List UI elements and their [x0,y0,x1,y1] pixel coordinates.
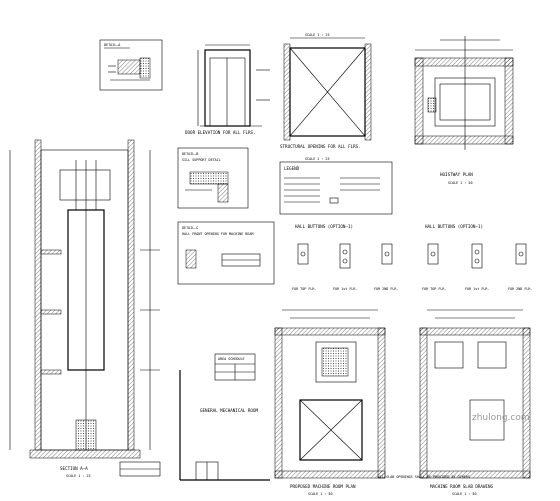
detail-b-title: DETAIL—B [182,152,198,156]
slab-drawing: MACHINE ROOM SLAB DRAWING SCALE 1 : 50 [419,309,531,496]
detail-c-title: DETAIL—C [182,226,198,230]
sill-detail: DETAIL—B SILL SUPPORT DETAIL [177,147,249,209]
btn-1st2-label: FOR 1st FLR. [465,287,490,291]
hall-detail-title: HALL FRONT OPENING FOR MACHINE BEAM [182,232,253,236]
section-title: SECTION A—A [60,466,88,471]
hall-buttons-1-title: HALL BUTTONS (OPTION—1) [295,224,353,229]
slab-drawing-title: MACHINE ROOM SLAB DRAWING [430,484,494,489]
btn-top-label: FOR TOP FLR. [292,287,317,291]
section-a-a: SECTION A—A SCALE 1 : 25 [9,139,161,478]
detail-a-title: DETAIL—A [104,43,120,47]
door-elevation: DOOR ELEVATION FOR ALL FLRS. [185,44,270,135]
hall-buttons-1: HALL BUTTONS (OPTION—1) FOR TOP FLR. FOR… [292,224,399,291]
btn-1st-label: FOR 1st FLR. [333,287,358,291]
legend-box: LEGEND [279,161,393,215]
hall-front-detail: DETAIL—C HALL FRONT OPENING FOR MACHINE … [177,221,275,285]
hoistway-plan-title: HOISTWAY PLAN [440,172,473,177]
hall-buttons-2-title: HALL BUTTONS (OPTION—1) [425,224,483,229]
area-schedule-title: AREA SCHEDULE [218,357,245,361]
machine-room-scale: SCALE 1 : 50 [308,492,333,496]
machine-room-plan-title: PROPOSED MACHINE ROOM PLAN [290,484,356,489]
btn-2nd-label: FOR 2ND FLR. [374,287,399,291]
structural-opening-title: STRUCTURAL OPENING FOR ALL FLRS. [280,144,361,149]
general-room-label: GENERAL MECHANICAL ROOM [200,408,258,413]
btn-top2-label: FOR TOP FLR. [422,287,447,291]
slab-scale: SCALE 1 : 50 [452,492,477,496]
machine-room-plan: PROPOSED MACHINE ROOM PLAN SCALE 1 : 50 … [274,309,470,496]
hoistway-scale: SCALE 1 : 50 [448,181,473,185]
detail-a: DETAIL—A [99,39,163,91]
general-mechanical-room: AREA SCHEDULE GENERAL MECHANICAL ROOM [179,353,270,481]
watermark: zhulong.com [472,413,530,423]
structural-dim: SCALE 1 : 25 [305,33,330,37]
btn-2nd2-label: FOR 2ND FLR. [508,287,533,291]
hall-buttons-2: HALL BUTTONS (OPTION—1) FOR TOP FLR. FOR… [422,224,533,291]
door-elevation-title: DOOR ELEVATION FOR ALL FLRS. [185,130,256,135]
hoistway-plan: HOISTWAY PLAN SCALE 1 : 50 [414,36,514,185]
legend-title: LEGEND [284,166,300,171]
section-scale: SCALE 1 : 25 [66,474,91,478]
sill-detail-title: SILL SUPPORT DETAIL [182,158,221,162]
structural-scale: SCALE 1 : 25 [305,157,330,161]
structural-opening: SCALE 1 : 25 STRUCTURAL OPENING FOR ALL … [280,33,372,161]
